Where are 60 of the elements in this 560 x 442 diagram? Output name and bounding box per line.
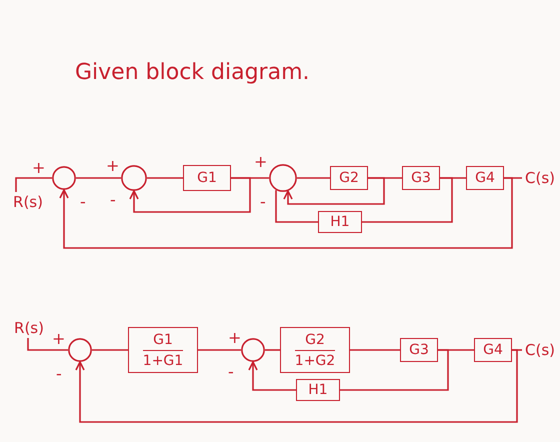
connector-line bbox=[15, 177, 52, 192]
summing-junction bbox=[52, 166, 76, 190]
connector-line bbox=[76, 177, 121, 179]
arrow bbox=[75, 349, 518, 423]
transfer-function-box bbox=[128, 327, 198, 373]
sign-label: - bbox=[80, 194, 86, 210]
sign-label: - bbox=[228, 364, 234, 380]
sign-label: + bbox=[254, 154, 268, 170]
connector-line bbox=[27, 338, 68, 351]
signal-label: R(s) bbox=[10, 318, 48, 338]
connector-line bbox=[297, 177, 330, 179]
arrow bbox=[129, 177, 251, 213]
block-label: G2 bbox=[305, 332, 325, 348]
sign-label: - bbox=[260, 194, 266, 210]
sign-label: + bbox=[52, 331, 66, 347]
summing-junction bbox=[121, 165, 147, 191]
connector-line bbox=[340, 349, 449, 391]
feedback-block bbox=[296, 379, 340, 401]
connector-line bbox=[275, 190, 318, 223]
connector-line bbox=[147, 177, 183, 179]
block-label: G2 bbox=[339, 170, 359, 186]
summing-junction bbox=[269, 164, 297, 192]
transfer-function-box bbox=[280, 327, 350, 373]
block-label: H1 bbox=[308, 382, 328, 398]
sign-label: - bbox=[110, 192, 116, 208]
sign-label: + bbox=[32, 160, 46, 176]
connector-line bbox=[265, 349, 280, 351]
arrow bbox=[248, 361, 296, 391]
signal-label: C(s) bbox=[522, 168, 558, 188]
block-label: G3 bbox=[411, 170, 431, 186]
title: Given block diagram. bbox=[75, 60, 310, 86]
summing-junction bbox=[68, 338, 92, 362]
transfer-function-box bbox=[402, 166, 440, 190]
sign-label: + bbox=[106, 158, 120, 174]
signal-label: C(s) bbox=[522, 340, 558, 360]
connector-line bbox=[92, 349, 128, 351]
transfer-function-box bbox=[330, 166, 368, 190]
block-label: G1 bbox=[197, 170, 217, 186]
sign-label: + bbox=[228, 330, 242, 346]
transfer-function-box bbox=[183, 165, 231, 191]
arrow bbox=[59, 177, 513, 249]
block-label: 1+G2 bbox=[294, 352, 336, 368]
feedback-block bbox=[318, 211, 362, 233]
connector-line bbox=[362, 177, 453, 223]
block-label: H1 bbox=[330, 214, 350, 230]
summing-junction bbox=[241, 338, 265, 362]
transfer-function-box bbox=[474, 338, 512, 362]
transfer-function-box bbox=[400, 338, 438, 362]
block-label: G4 bbox=[483, 342, 503, 358]
connector-line bbox=[350, 349, 400, 351]
connector-line bbox=[438, 349, 474, 351]
block-label: G4 bbox=[475, 170, 495, 186]
block-label: G1 bbox=[153, 332, 173, 348]
arrow bbox=[283, 177, 385, 205]
sign-label: - bbox=[56, 366, 62, 382]
signal-label: R(s) bbox=[8, 192, 48, 212]
block-label: 1+G1 bbox=[142, 352, 184, 368]
block-label: G3 bbox=[409, 342, 429, 358]
transfer-function-box bbox=[466, 166, 504, 190]
connector-line bbox=[198, 349, 241, 351]
